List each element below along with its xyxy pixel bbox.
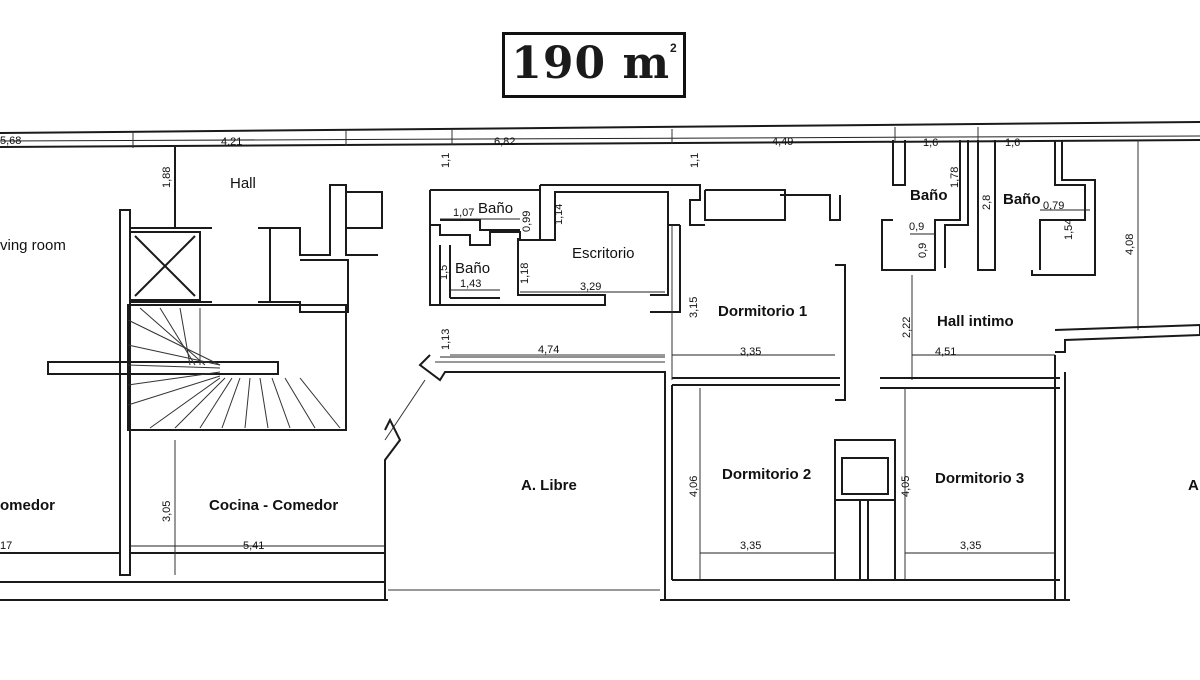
dim-v-1-78: 1,78 <box>949 167 961 188</box>
dim-bottom-17: 17 <box>0 540 12 552</box>
dim-v-1-54: 1,54 <box>1063 219 1075 240</box>
dim-3-35-a: 3,35 <box>740 346 761 358</box>
dimension-labels: 5,68 4,21 6,82 4,49 1,6 1,6 1,07 1,43 3,… <box>0 135 1136 552</box>
room-label-cocina-comedor: Cocina - Comedor <box>209 497 338 514</box>
room-label-bano-2: Baño <box>455 260 490 277</box>
dim-3-29: 3,29 <box>580 281 601 293</box>
room-label-comedor: omedor <box>0 497 55 514</box>
dim-bottom-3-35-c: 3,35 <box>960 540 981 552</box>
dim-v-1-5: 1,5 <box>438 265 450 280</box>
top-dimension-band <box>0 121 1200 148</box>
room-labels: ving room Hall Baño Escritorio Baño Baño… <box>0 175 1199 514</box>
area-value: 190 m <box>511 38 671 89</box>
dim-v-2-22: 2,22 <box>901 317 913 338</box>
dim-0-79: 0,79 <box>1043 200 1064 212</box>
dim-v-1-88: 1,88 <box>161 167 173 188</box>
dim-v-1-1-a: 1,1 <box>440 153 452 168</box>
dim-bottom-3-35-b: 3,35 <box>740 540 761 552</box>
room-label-a-libre: A. Libre <box>521 477 577 494</box>
dormitorio-1-walls <box>671 189 846 401</box>
dim-top-4-49: 4,49 <box>772 136 793 148</box>
dim-v-1-13: 1,13 <box>440 329 452 350</box>
dim-4-51: 4,51 <box>935 346 956 358</box>
dim-v-1-14: 1,14 <box>553 204 565 225</box>
dim-v-3-05: 3,05 <box>161 501 173 522</box>
room-label-hall-intimo: Hall intimo <box>937 313 1014 330</box>
room-label-a-right: A <box>1188 477 1199 494</box>
room-label-living-room: ving room <box>0 237 66 254</box>
dim-1-07: 1,07 <box>453 207 474 219</box>
area-badge: 190 m2 <box>502 32 686 98</box>
room-label-hall: Hall <box>230 175 256 192</box>
room-label-escritorio: Escritorio <box>572 245 635 262</box>
east-service-walls <box>880 140 1200 600</box>
dim-v-0-99: 0,99 <box>521 211 533 232</box>
staircase <box>127 304 347 431</box>
dim-4-74: 4,74 <box>538 344 559 356</box>
room-label-dormitorio-2: Dormitorio 2 <box>722 466 811 483</box>
dim-v-1-1-b: 1,1 <box>689 153 701 168</box>
dim-v-3-15: 3,15 <box>688 297 700 318</box>
dim-v-1-18: 1,18 <box>519 263 531 284</box>
central-service-walls <box>384 184 705 600</box>
room-label-bano-4: Baño <box>1003 191 1041 208</box>
west-walls <box>47 147 383 576</box>
south-walls <box>0 440 1070 601</box>
dim-v-4-08: 4,08 <box>1124 234 1136 255</box>
dim-top-1-6-b: 1,6 <box>1005 137 1020 149</box>
dim-1-43: 1,43 <box>460 278 481 290</box>
area-unit-superscript: 2 <box>670 41 677 55</box>
room-label-dormitorio-3: Dormitorio 3 <box>935 470 1024 487</box>
dim-0-9: 0,9 <box>909 221 924 233</box>
dim-top-4-21: 4,21 <box>221 136 242 148</box>
dim-bottom-5-41: 5,41 <box>243 540 264 552</box>
dim-top-5-68: 5,68 <box>0 135 21 147</box>
dim-v-4-05: 4,05 <box>900 476 912 497</box>
dim-top-1-6-a: 1,6 <box>923 137 938 149</box>
dim-top-6-82: 6,82 <box>494 136 515 148</box>
dimension-lines <box>130 209 1090 554</box>
room-label-bano-3: Baño <box>910 187 948 204</box>
dim-v-4-06: 4,06 <box>688 476 700 497</box>
room-label-bano-1: Baño <box>478 200 513 217</box>
dim-v-2-8: 2,8 <box>981 195 993 210</box>
bedroom-2-3-walls <box>671 385 1060 581</box>
room-label-dormitorio-1: Dormitorio 1 <box>718 303 807 320</box>
dim-v-0-9: 0,9 <box>917 243 929 258</box>
